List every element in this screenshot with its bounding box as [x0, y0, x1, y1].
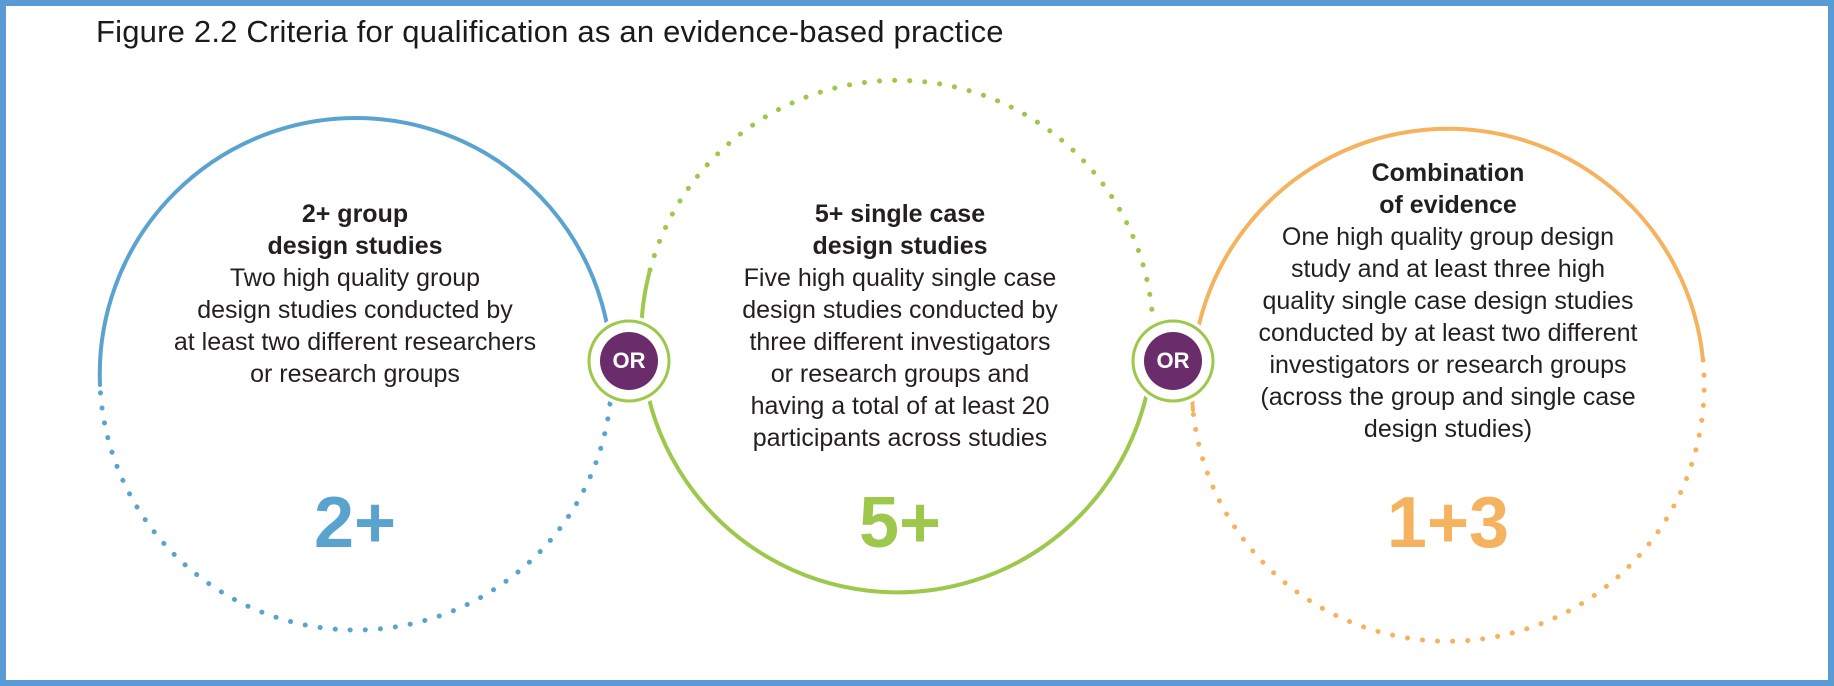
circle-3-body-line: conducted by at least two different	[1258, 319, 1638, 347]
or-badge-1: OR	[600, 332, 658, 390]
circle-2-body-line: three different investigators	[749, 328, 1051, 356]
circle-1-dotted-arc	[97, 382, 613, 633]
circle-1-body-line: Two high quality group	[229, 264, 481, 292]
circle-1-heading-line1: 2+ group	[301, 200, 409, 228]
circle-1-body-line: design studies conducted by	[197, 296, 513, 324]
circle-3-body-line: (across the group and single case	[1260, 383, 1636, 411]
circle-1-heading-line2: design studies	[267, 232, 443, 260]
circle-2-body-line: or research groups and	[770, 360, 1030, 388]
circle-3-solid-arc	[1189, 126, 1705, 412]
circle-group-design	[97, 116, 614, 633]
circle-2-big-number: 5+	[858, 483, 942, 563]
circle-2-dotted-arc	[647, 77, 1156, 328]
circle-2-solid-arc	[639, 268, 1156, 595]
circle-2-body-line: participants across studies	[752, 424, 1048, 452]
circle-2-heading-line2: design studies	[812, 232, 988, 260]
circle-1-text: 2+ group design studies Two high quality…	[150, 198, 560, 390]
circle-combination	[1189, 126, 1707, 644]
circle-2-heading-line1: 5+ single case	[814, 200, 986, 228]
circle-1-body-line: or research groups	[250, 360, 460, 388]
circle-single-case-design	[639, 77, 1156, 595]
circle-1-big-number: 2+	[313, 483, 397, 563]
circle-2-body-line: Five high quality single case	[743, 264, 1057, 292]
circle-3-text: Combination of evidence One high quality…	[1228, 157, 1668, 445]
circle-3-dotted-arc	[1190, 357, 1707, 644]
figure-title: Figure 2.2 Criteria for qualification as…	[96, 14, 1004, 49]
circle-3-body-line: One high quality group design	[1281, 223, 1615, 251]
circle-3-body-line: quality single case design studies	[1262, 287, 1634, 315]
circle-3-body-line: investigators or research groups	[1269, 351, 1627, 379]
or-ring-1	[587, 319, 671, 403]
circle-1-body-line: at least two different researchers	[173, 328, 537, 356]
or-ring-2	[1131, 319, 1215, 403]
circle-3-heading-line1: Combination	[1371, 159, 1525, 187]
circle-1-solid-arc	[97, 116, 614, 406]
circle-2-body-line: having a total of at least 20	[750, 392, 1050, 420]
circle-2-body-line: design studies conducted by	[742, 296, 1058, 324]
circle-3-heading-line2: of evidence	[1379, 191, 1517, 219]
circle-3-body-line: study and at least three high	[1290, 255, 1606, 283]
circle-2-text: 5+ single case design studies Five high …	[695, 198, 1105, 454]
circle-3-big-number: 1+3	[1386, 483, 1510, 563]
or-badge-2: OR	[1144, 332, 1202, 390]
circle-3-body-line: design studies)	[1363, 415, 1533, 443]
